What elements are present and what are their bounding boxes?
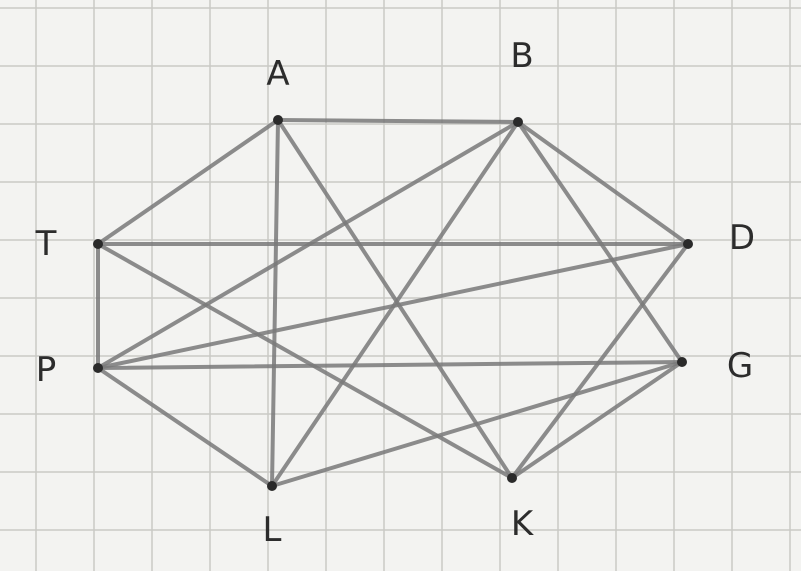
- vertex-k: [507, 473, 517, 483]
- vertex-label-t: T: [35, 224, 57, 264]
- vertex-d: [683, 239, 693, 249]
- edge-p-d: [96, 242, 690, 370]
- vertex-label-k: K: [510, 504, 534, 544]
- edge-p-g: [96, 360, 684, 370]
- edge-g-l: [270, 360, 684, 488]
- edge-b-d: [516, 120, 690, 246]
- edge-g-k: [510, 360, 684, 480]
- graph-vertices: [93, 115, 693, 491]
- edge-d-k: [510, 242, 690, 480]
- graph-edges: [96, 118, 690, 488]
- vertex-t: [93, 239, 103, 249]
- vertex-a: [273, 115, 283, 125]
- edge-a-l: [270, 118, 280, 488]
- vertex-label-a: A: [266, 54, 290, 94]
- vertex-label-l: L: [262, 510, 282, 550]
- edge-p-l: [96, 366, 274, 488]
- edge-t-k: [96, 242, 514, 480]
- vertex-label-p: P: [35, 350, 57, 390]
- edge-a-t: [96, 118, 280, 246]
- vertex-l: [267, 481, 277, 491]
- vertex-p: [93, 363, 103, 373]
- vertex-label-g: G: [726, 346, 754, 386]
- vertex-label-d: D: [728, 218, 756, 258]
- vertex-b: [513, 117, 523, 127]
- vertex-label-b: B: [510, 36, 534, 76]
- edge-a-b: [276, 118, 520, 124]
- edge-a-k: [276, 118, 514, 480]
- vertex-g: [677, 357, 687, 367]
